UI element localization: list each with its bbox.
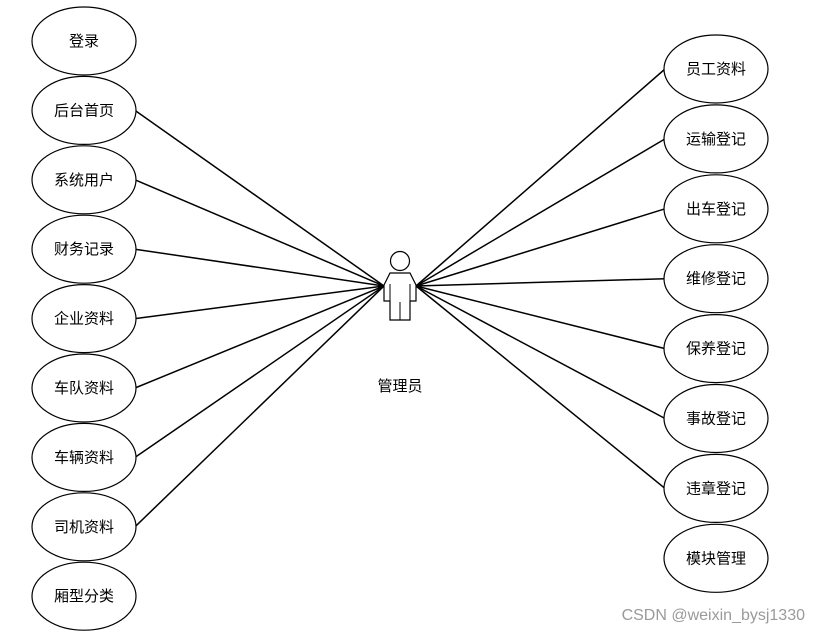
use-case-left-0: 登录 xyxy=(31,6,137,76)
use-case-label: 保养登记 xyxy=(686,340,746,358)
association-left-5 xyxy=(134,285,385,389)
use-case-left-2: 系统用户 xyxy=(31,145,137,215)
association-left-1 xyxy=(134,109,385,287)
actor-administrator: 管理员 xyxy=(377,250,423,395)
use-case-ellipse xyxy=(663,314,769,384)
use-case-ellipse xyxy=(31,422,137,492)
use-case-label: 运输登记 xyxy=(686,130,746,148)
use-case-ellipse xyxy=(663,453,769,523)
use-case-left-7: 司机资料 xyxy=(31,492,137,562)
use-case-ellipse xyxy=(31,6,137,76)
association-right-0 xyxy=(415,68,666,287)
association-right-3 xyxy=(415,277,666,287)
actor-head xyxy=(389,250,411,272)
use-case-left-3: 财务记录 xyxy=(31,214,137,284)
use-case-ellipse xyxy=(663,104,769,174)
use-case-ellipse xyxy=(31,75,137,146)
use-case-ellipse xyxy=(663,383,769,454)
use-case-label: 车队资料 xyxy=(54,379,114,397)
use-case-right-0: 员工资料 xyxy=(663,34,769,104)
use-case-right-7: 模块管理 xyxy=(663,523,769,593)
use-case-left-5: 车队资料 xyxy=(31,353,137,423)
use-case-label: 后台首页 xyxy=(54,101,114,119)
use-case-left-4: 企业资料 xyxy=(31,284,137,354)
use-case-label: 违章登记 xyxy=(686,479,746,497)
use-case-label: 财务记录 xyxy=(54,240,114,258)
actor-body xyxy=(383,272,417,321)
use-case-label: 登录 xyxy=(69,32,99,50)
use-case-ellipse xyxy=(31,214,137,284)
use-case-right-2: 出车登记 xyxy=(663,174,769,244)
association-left-3 xyxy=(134,248,385,287)
association-left-4 xyxy=(134,285,385,320)
association-right-2 xyxy=(415,208,666,287)
use-case-left-6: 车辆资料 xyxy=(31,422,137,492)
association-lines xyxy=(134,68,666,528)
use-case-ellipse xyxy=(663,34,769,104)
use-case-left-8: 厢型分类 xyxy=(31,561,137,631)
actor-label: 管理员 xyxy=(377,377,422,395)
association-right-4 xyxy=(415,285,666,350)
use-case-label: 车辆资料 xyxy=(54,448,114,466)
use-case-ellipse xyxy=(31,561,137,631)
watermark: CSDN @weixin_bysj1330 xyxy=(622,607,806,624)
association-left-6 xyxy=(134,285,385,459)
use-case-label: 厢型分类 xyxy=(54,587,114,605)
use-case-right-1: 运输登记 xyxy=(663,104,769,174)
use-case-ellipse xyxy=(31,145,137,215)
use-case-ellipse xyxy=(31,353,137,423)
use-case-left-1: 后台首页 xyxy=(31,75,137,146)
use-case-ellipse xyxy=(31,492,137,562)
association-left-2 xyxy=(134,179,385,287)
association-right-1 xyxy=(415,138,666,287)
association-right-6 xyxy=(415,285,666,489)
use-case-right-4: 保养登记 xyxy=(663,314,769,384)
use-case-right-6: 违章登记 xyxy=(663,453,769,523)
use-case-label: 事故登记 xyxy=(686,410,746,428)
association-right-5 xyxy=(415,285,666,420)
use-case-ellipse xyxy=(31,284,137,354)
use-case-label: 企业资料 xyxy=(54,310,114,328)
use-case-label: 员工资料 xyxy=(686,60,746,78)
use-case-label: 系统用户 xyxy=(54,171,114,189)
use-case-ellipse xyxy=(663,174,769,244)
use-case-right-5: 事故登记 xyxy=(663,383,769,454)
use-case-ellipse xyxy=(663,244,769,314)
use-case-ellipse xyxy=(663,523,769,593)
use-case-right-3: 维修登记 xyxy=(663,244,769,314)
use-case-label: 维修登记 xyxy=(686,270,746,288)
use-case-label: 司机资料 xyxy=(54,518,114,536)
use-case-label: 出车登记 xyxy=(686,200,746,218)
association-left-7 xyxy=(134,285,385,528)
use-case-label: 模块管理 xyxy=(686,549,746,567)
